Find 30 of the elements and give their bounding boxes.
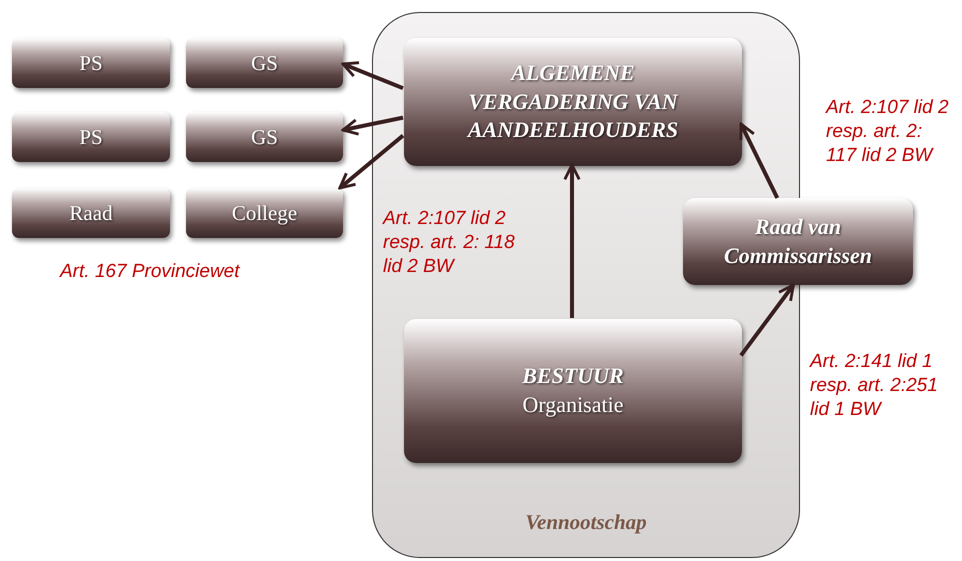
organ-box: [404, 38, 742, 166]
box-title: PS: [79, 50, 103, 76]
box-title: Raad van Commissarissen: [723, 212, 873, 270]
organ-box: [683, 198, 913, 285]
organ-box: [186, 188, 343, 238]
legal-reference: Art. 2:107 lid 2 resp. art. 2: 117 lid 2 BW: [826, 96, 950, 168]
box-subtitle: Organisatie: [522, 391, 624, 419]
organ-box: [186, 38, 343, 88]
arrow: [739, 122, 780, 199]
organ-box: [12, 112, 170, 162]
box-title: PS: [79, 124, 103, 150]
arrow: [739, 284, 795, 357]
box-title: BESTUUR: [522, 362, 624, 390]
legal-reference: Art. 2:107 lid 2 resp. art. 2: 118 lid 2 BW: [383, 207, 516, 278]
arrow: [563, 164, 581, 318]
legal-reference: Art. 167 Provinciewet: [60, 260, 242, 284]
arrow: [338, 134, 404, 190]
arrow: [342, 116, 404, 136]
organ-box: [12, 188, 170, 238]
company-label: Vennootschap: [524, 510, 648, 535]
organ-box: [186, 112, 343, 162]
box-title: ALGEMENE VERGADERING VAN AANDEELHOUDERS: [466, 59, 680, 144]
box-title: Raad: [69, 200, 113, 226]
box-title: GS: [251, 124, 278, 150]
organ-box: [404, 319, 742, 463]
organ-box: [12, 38, 170, 88]
box-title: GS: [251, 50, 278, 76]
legal-reference: Art. 2:141 lid 1 resp. art. 2:251 lid 1 BW: [810, 350, 939, 422]
box-title: College: [232, 200, 298, 226]
arrow: [342, 61, 404, 90]
